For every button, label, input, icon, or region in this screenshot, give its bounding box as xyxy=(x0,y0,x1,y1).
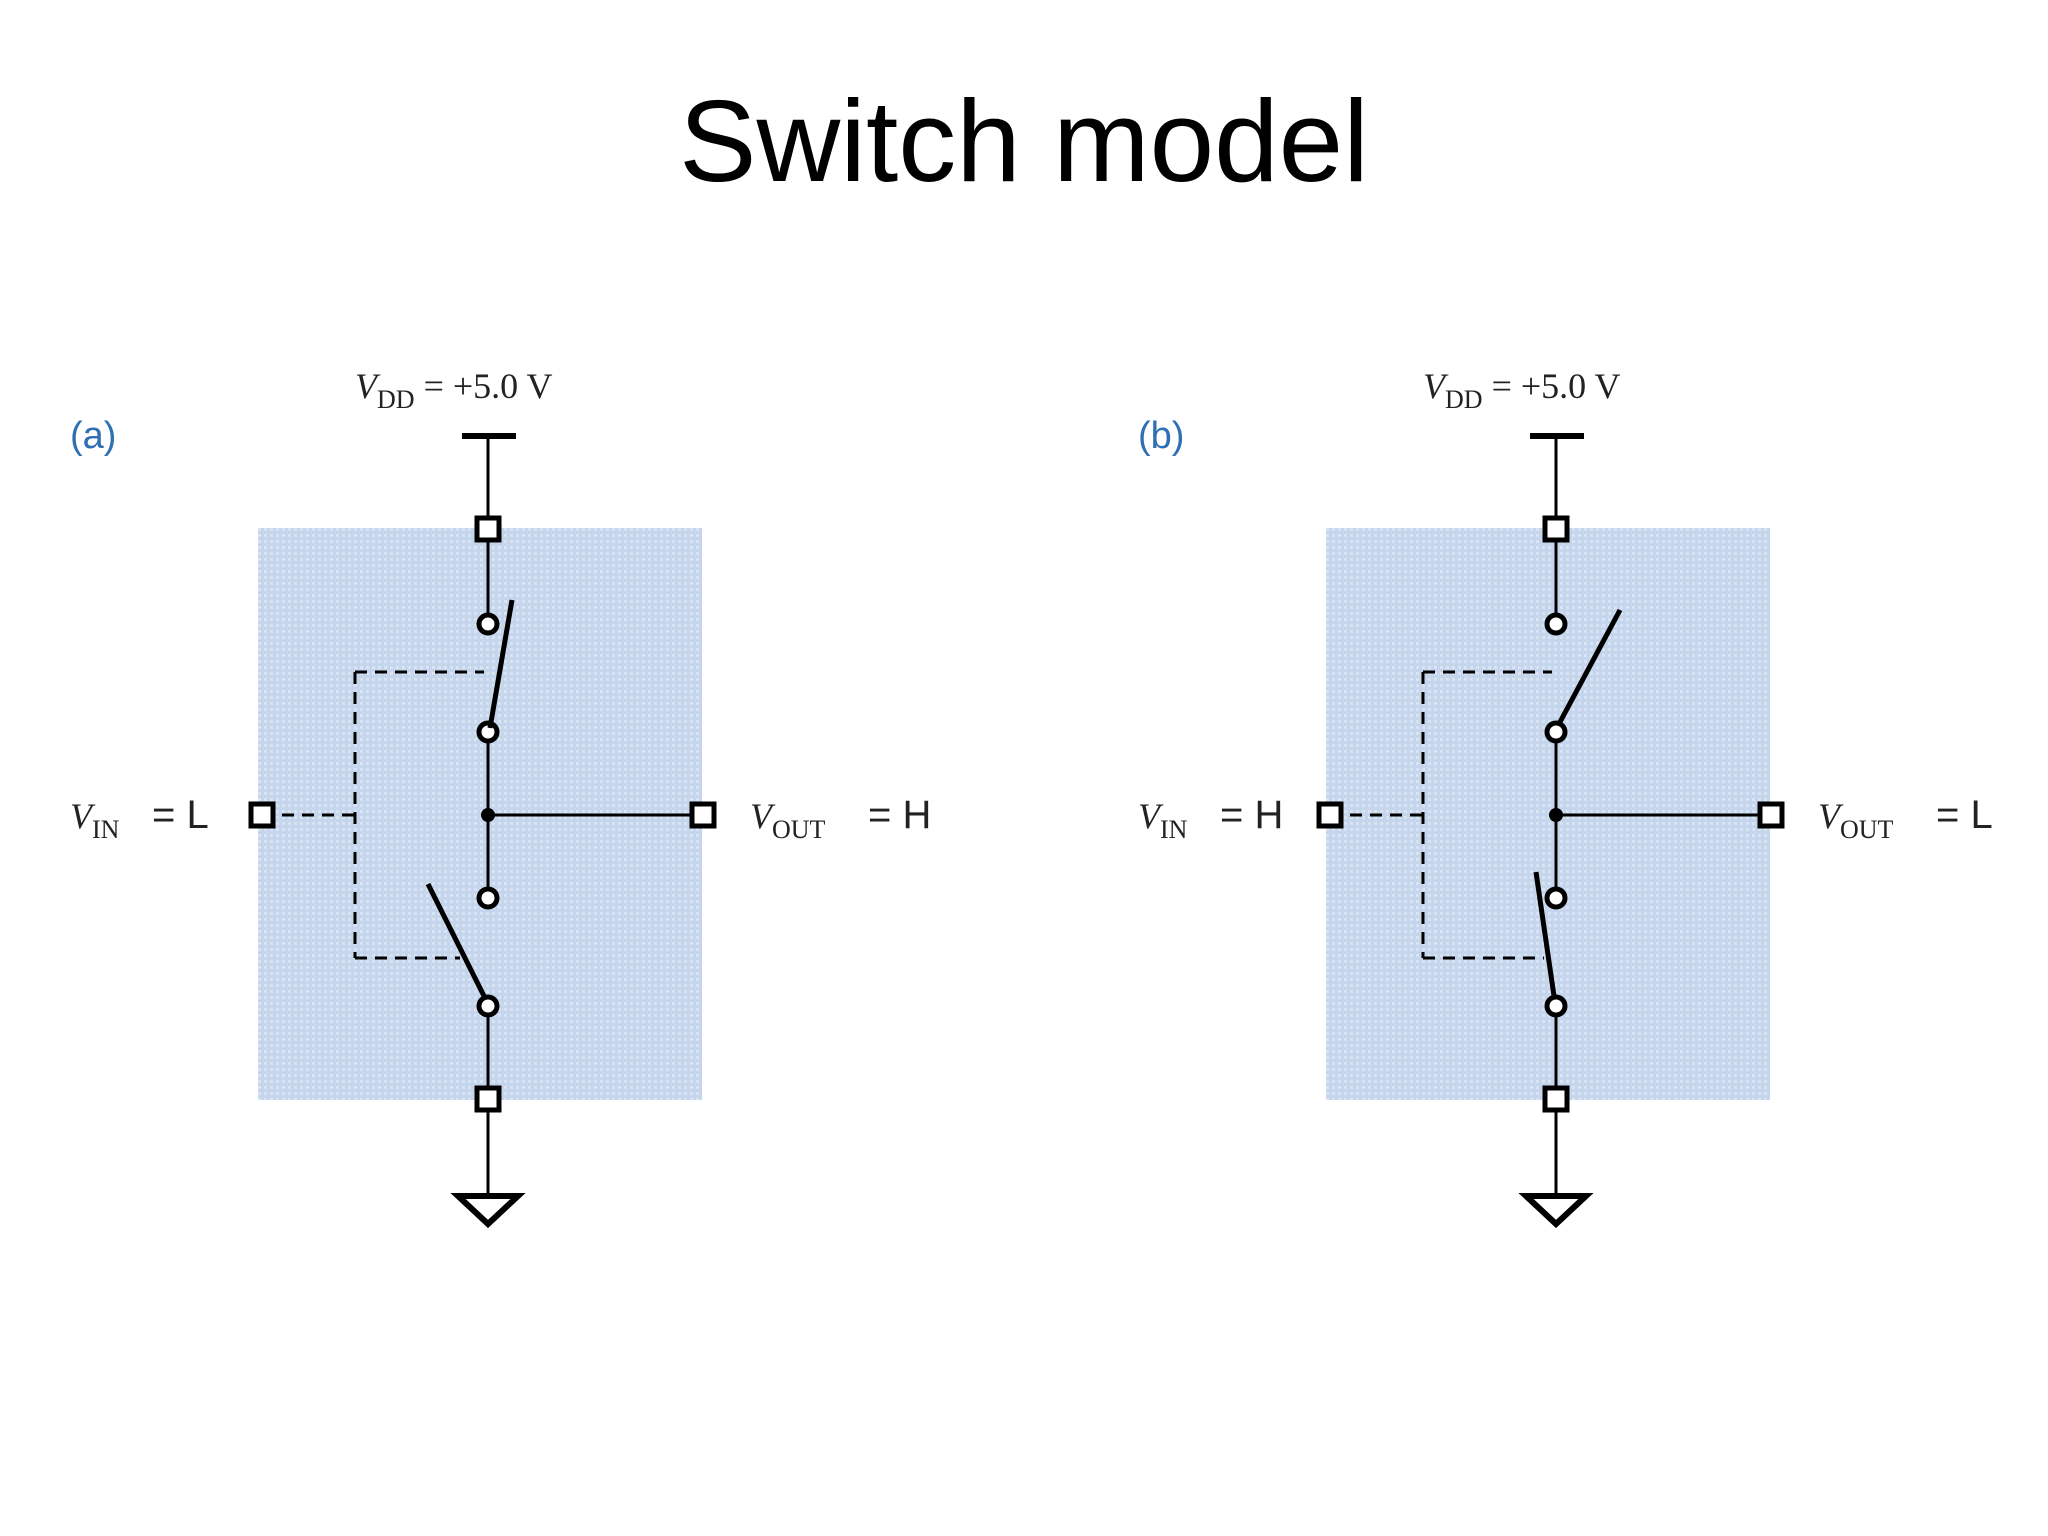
vdd-terminal xyxy=(1542,515,1570,543)
vin-value: = H xyxy=(1220,793,1283,837)
bottom-switch-open xyxy=(425,882,500,1018)
vdd-label: VDD = +5.0 V xyxy=(355,366,553,414)
vdd-label: VDD = +5.0 V xyxy=(1423,366,1621,414)
output-junction xyxy=(1549,808,1563,822)
vout-terminal xyxy=(1757,801,1785,829)
vin-label: VIN xyxy=(70,796,120,844)
slide-title: Switch model xyxy=(679,76,1369,206)
vout-terminal xyxy=(689,801,717,829)
ground-symbol xyxy=(1518,1193,1594,1229)
top-switch-open xyxy=(1544,608,1623,744)
panel-b: (b) VDD = +5.0 V VIN = H xyxy=(1138,366,1993,1229)
vin-terminal xyxy=(248,801,276,829)
panel-tag: (b) xyxy=(1138,415,1184,457)
ground-symbol xyxy=(450,1193,526,1229)
panel-a: (a) VDD = +5.0 V xyxy=(70,366,931,1229)
vin-label: VIN xyxy=(1138,796,1188,844)
vout-value: = L xyxy=(1936,793,1993,837)
top-switch-closed xyxy=(476,599,515,744)
vdd-terminal xyxy=(474,515,502,543)
gnd-terminal xyxy=(1542,1085,1570,1113)
bottom-switch-closed xyxy=(1533,871,1568,1018)
vout-label: VOUT xyxy=(1818,796,1894,844)
output-junction xyxy=(481,808,495,822)
input-dashed-wire xyxy=(262,670,488,960)
vin-value: = L xyxy=(152,793,209,837)
panel-tag: (a) xyxy=(70,415,116,457)
gnd-terminal xyxy=(474,1085,502,1113)
vout-label: VOUT xyxy=(750,796,826,844)
input-dashed-wire xyxy=(1330,670,1556,960)
vout-value: = H xyxy=(868,793,931,837)
vin-terminal xyxy=(1316,801,1344,829)
